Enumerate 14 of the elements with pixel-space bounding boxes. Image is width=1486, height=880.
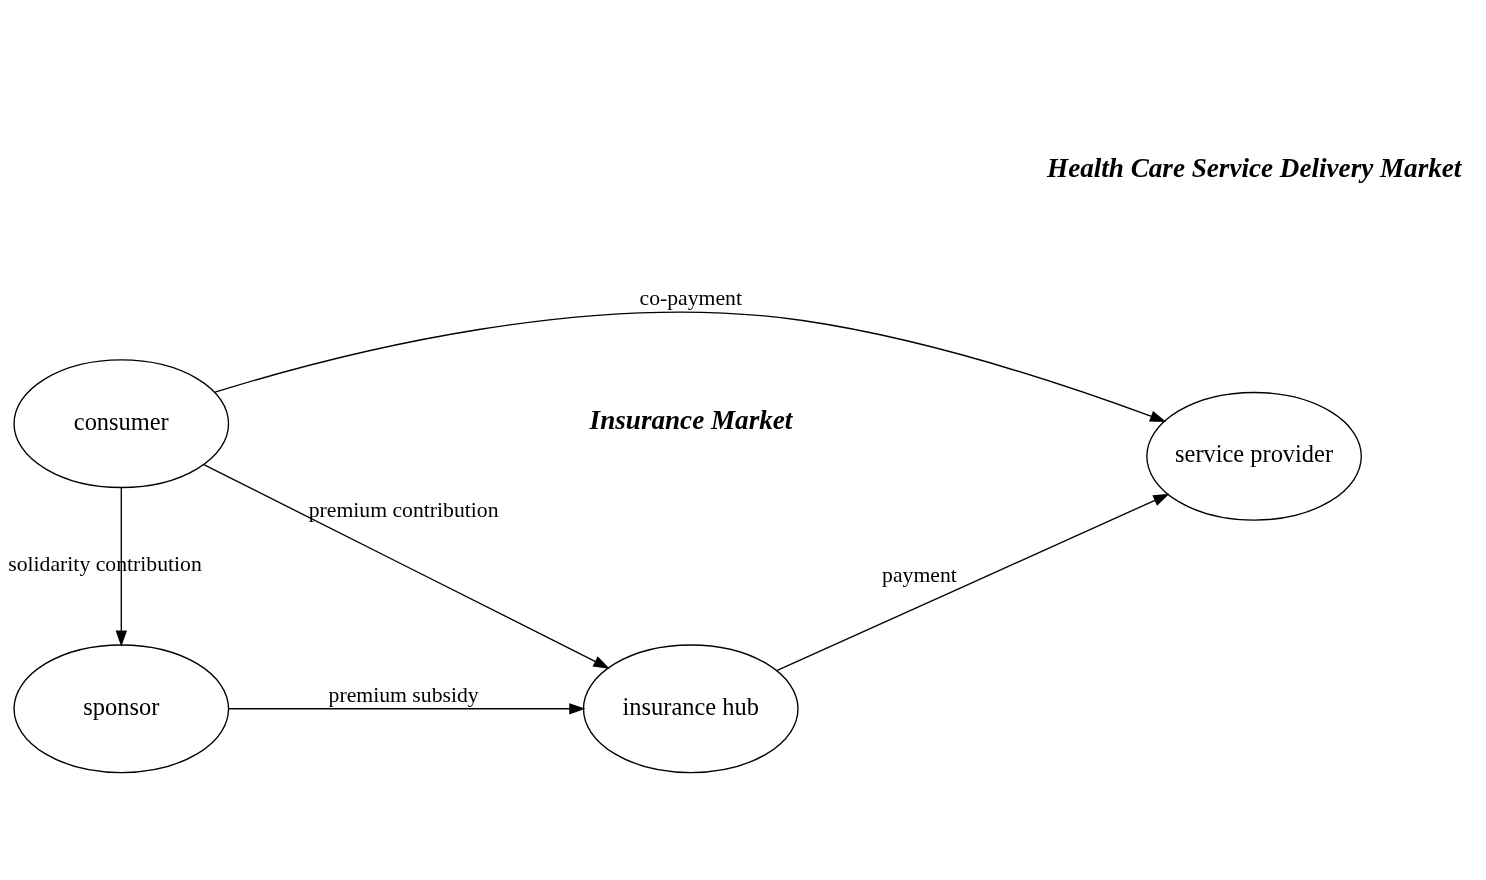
edge-label: payment [882,563,957,588]
edge-label: premium subsidy [328,682,479,707]
edge-label: co-payment [639,286,742,311]
node-ellipse: insurance hub [582,644,799,774]
arrow [227,703,586,715]
edge-label: premium contribution [308,498,499,523]
arrow [115,487,127,647]
label: Health Care Service Delivery Market [1047,152,1462,183]
label: Insurance Market [589,405,793,436]
node-ellipse: sponsor [13,644,230,774]
node-ellipse: consumer [13,359,230,489]
arrow [776,493,1170,672]
arrow [214,311,1167,422]
arrow [203,463,610,669]
